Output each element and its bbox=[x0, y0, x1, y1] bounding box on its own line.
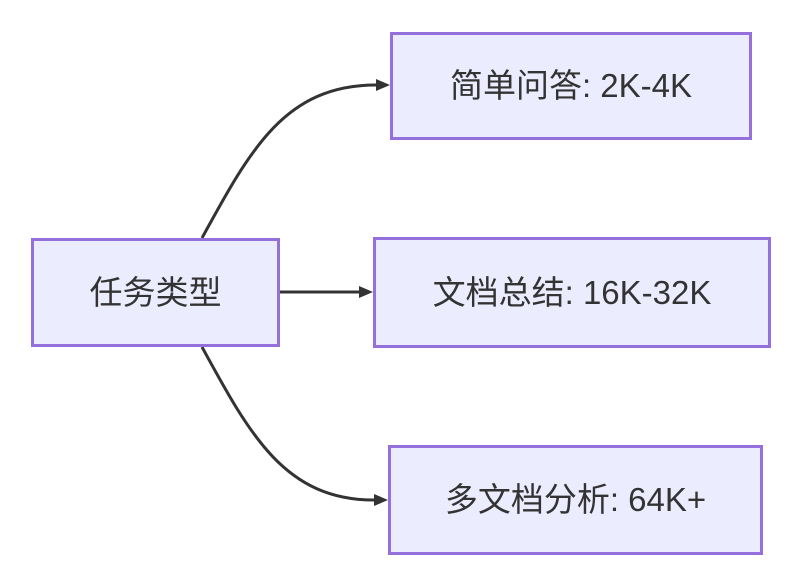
node-simple-qa: 简单问答: 2K-4K bbox=[390, 32, 752, 140]
node-multi-doc: 多文档分析: 64K+ bbox=[388, 445, 763, 555]
edge-root-to-simple-qa bbox=[200, 79, 390, 239]
node-multi-doc-label: 多文档分析: 64K+ bbox=[444, 481, 707, 519]
node-simple-qa-label: 简单问答: 2K-4K bbox=[449, 67, 693, 105]
node-task-type: 任务类型 bbox=[31, 238, 280, 347]
node-doc-summary-label: 文档总结: 16K-32K bbox=[432, 273, 712, 311]
node-task-type-label: 任务类型 bbox=[89, 273, 222, 311]
edge-root-to-multi-doc bbox=[200, 346, 388, 506]
node-doc-summary: 文档总结: 16K-32K bbox=[373, 237, 771, 348]
